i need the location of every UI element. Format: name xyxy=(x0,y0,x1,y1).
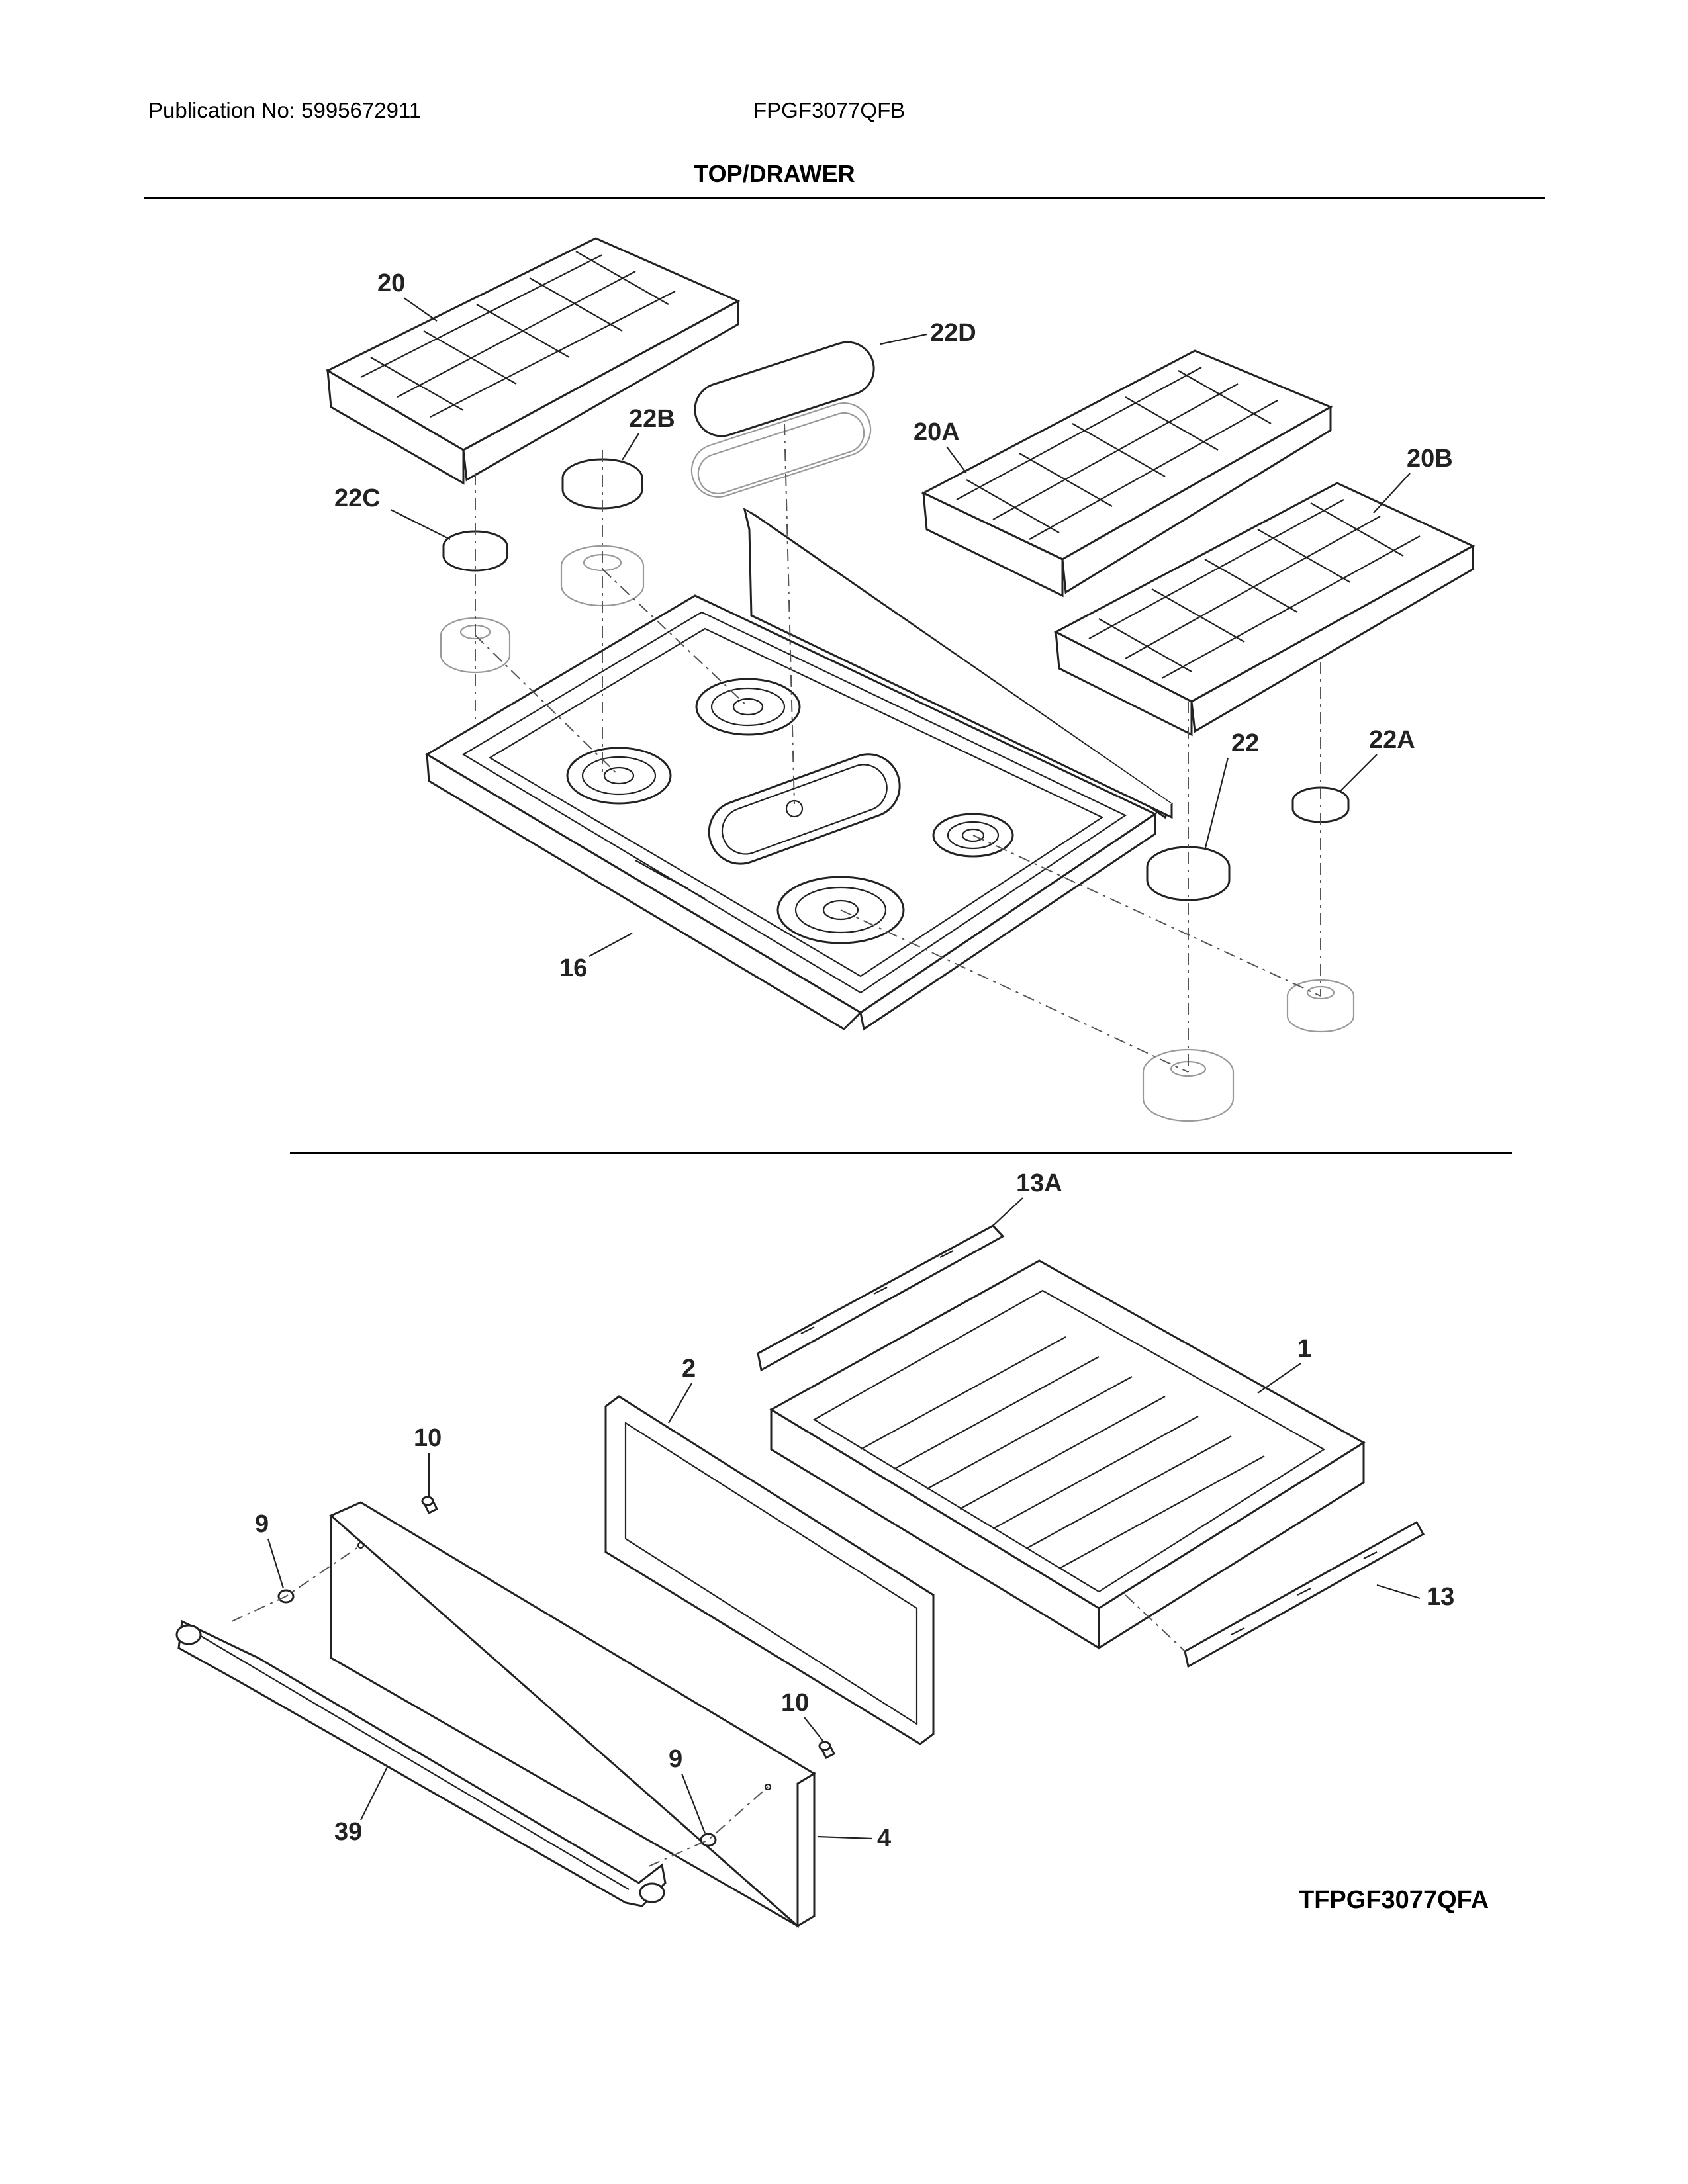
grate-part-20a xyxy=(921,349,1333,598)
callout-22d: 22D xyxy=(930,319,976,347)
cooktop-burner-rf xyxy=(695,678,801,736)
burner-base-ghost-22a xyxy=(1286,979,1355,1033)
drawer-front-part-4 xyxy=(329,1501,816,1929)
drawing-id: TFPGF3077QFA xyxy=(1299,1886,1489,1914)
callout-22c: 22C xyxy=(334,484,381,512)
callout-9-bottom: 9 xyxy=(669,1745,682,1773)
alignment-lines-bottom xyxy=(231,1545,1186,1867)
callout-1: 1 xyxy=(1297,1335,1311,1363)
spacer-part-9-bottom xyxy=(700,1833,717,1847)
model-number: FPGF3077QFB xyxy=(753,98,906,122)
callout-22a: 22A xyxy=(1369,726,1415,754)
drawer-slide-part-13a xyxy=(757,1224,1005,1372)
burner-base-ghost-22b xyxy=(560,545,645,607)
callout-16: 16 xyxy=(559,954,587,982)
grate-part-20 xyxy=(325,237,741,485)
inner-panel-part-2 xyxy=(604,1395,935,1745)
callout-13a: 13A xyxy=(1016,1169,1062,1197)
handle-part-39 xyxy=(175,1619,667,1907)
burner-cap-part-22d xyxy=(690,341,875,498)
alignment-lines-top xyxy=(475,423,1321,1073)
section-title: TOP/DRAWER xyxy=(694,160,855,187)
screw-part-10-bottom xyxy=(818,1741,836,1760)
drawer-slide-part-13 xyxy=(1184,1520,1425,1668)
callout-10-top: 10 xyxy=(414,1424,442,1452)
callouts: 20 22D 22B 20A 20B 22C 22 22A 16 13A 1 2… xyxy=(255,269,1454,1852)
callout-20: 20 xyxy=(377,269,405,297)
grate-part-20b xyxy=(1053,482,1476,737)
publication-number: Publication No: 5995672911 xyxy=(148,98,422,122)
header-rule xyxy=(144,197,1545,199)
callout-22: 22 xyxy=(1231,729,1259,757)
callout-13: 13 xyxy=(1427,1583,1454,1611)
screw-part-10-top xyxy=(421,1496,439,1515)
callout-4: 4 xyxy=(877,1825,891,1852)
callout-39: 39 xyxy=(334,1818,362,1846)
cooktop-burner-lf xyxy=(566,747,672,805)
callout-20b: 20B xyxy=(1407,445,1453,473)
section-divider xyxy=(290,1152,1512,1154)
callout-20a: 20A xyxy=(914,418,960,446)
callout-2: 2 xyxy=(682,1355,696,1383)
callout-9-top: 9 xyxy=(255,1510,269,1538)
callout-22b: 22B xyxy=(629,405,675,433)
callout-10-bottom: 10 xyxy=(781,1689,809,1717)
drawer-body-part-1 xyxy=(769,1259,1366,1650)
